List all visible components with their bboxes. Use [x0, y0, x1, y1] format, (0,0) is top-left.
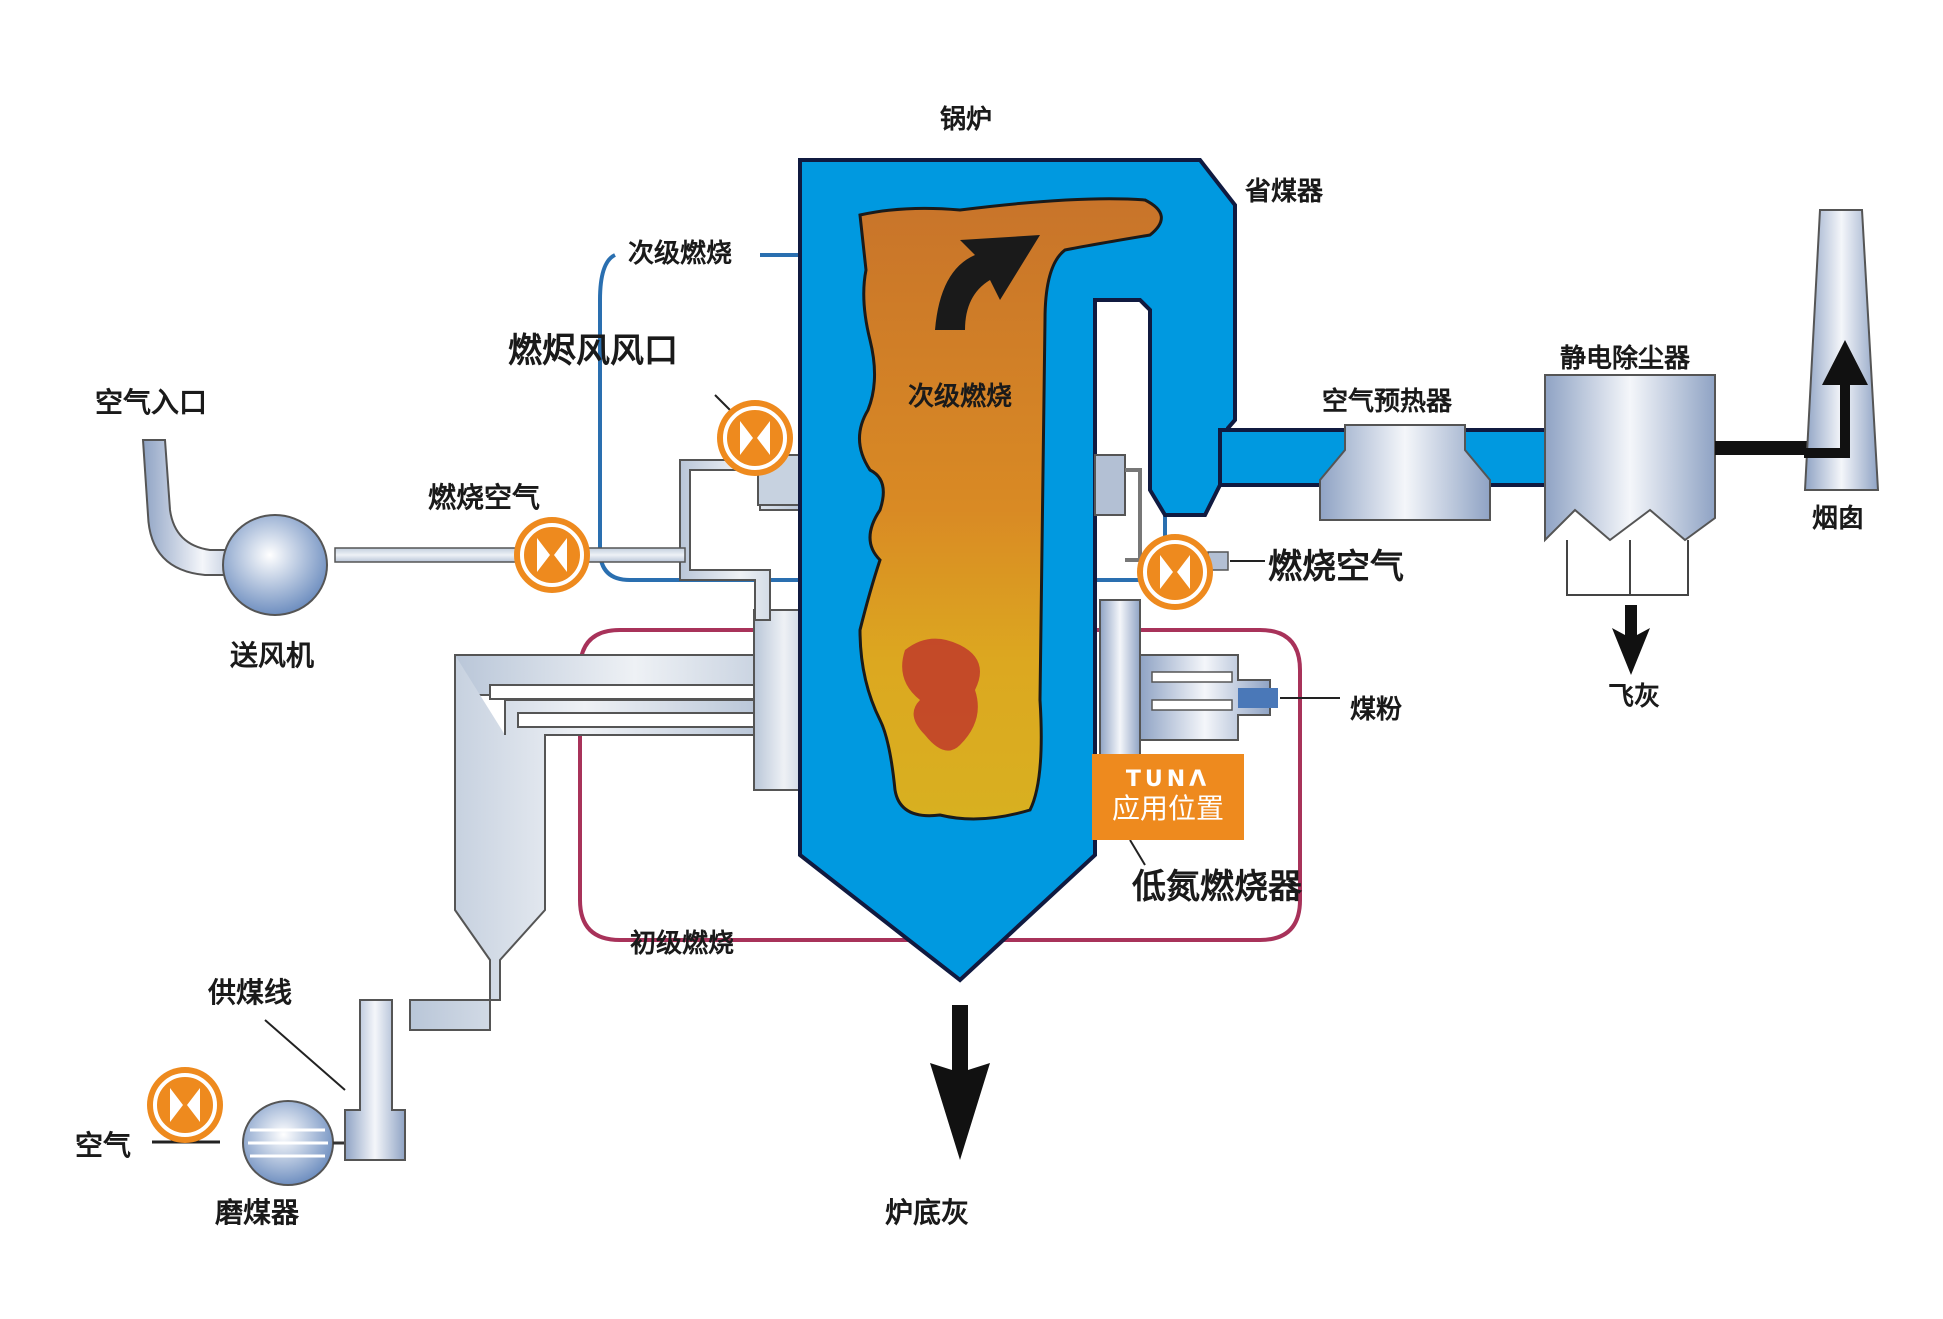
forced-draft-fan — [141, 439, 328, 616]
coal-mill — [152, 1100, 350, 1186]
flow-arrow — [935, 235, 1040, 330]
label-air-preheater: 空气预热器 — [1322, 386, 1453, 417]
burner-leader — [1129, 839, 1146, 866]
label-coal-mill: 磨煤器 — [215, 1196, 300, 1229]
application-position-badge: TUNΛ 应用位置 — [1092, 754, 1244, 840]
label-combustion-air-right: 燃烧空气 — [1268, 547, 1404, 587]
label-low-nox-burner: 低氮燃烧器 — [1132, 867, 1303, 907]
label-forced-draft-fan: 送风机 — [230, 639, 314, 672]
label-chimney: 烟囱 — [1812, 504, 1864, 534]
flame-core — [902, 638, 980, 751]
label-coal-feed-line: 供煤线 — [207, 976, 292, 1009]
right-burner — [1094, 454, 1340, 801]
label-boiler: 锅炉 — [940, 105, 992, 135]
badge-text: 应用位置 — [1111, 792, 1224, 825]
label-economizer: 省煤器 — [1244, 177, 1324, 207]
label-secondary-combustion-inside: 次级燃烧 — [908, 381, 1012, 412]
fly-ash-arrow — [1612, 605, 1650, 675]
label-electrostatic-precipitator: 静电除尘器 — [1560, 343, 1691, 374]
label-air-inlet: 空气入口 — [95, 386, 207, 419]
bottom-ash-arrow — [930, 1005, 990, 1160]
combustion-air-left-valve-icon[interactable] — [512, 515, 592, 595]
label-primary-combustion: 初级燃烧 — [630, 928, 734, 959]
chimney — [1803, 209, 1880, 491]
label-fly-ash: 飞灰 — [1608, 682, 1660, 712]
tuna-logo: TUNΛ — [1125, 767, 1211, 792]
mill-air-valve-icon[interactable] — [145, 1065, 225, 1145]
combustion-air-right-valve-icon[interactable] — [1135, 532, 1215, 612]
label-bottom-ash: 炉底灰 — [885, 1196, 969, 1229]
label-air: 空气 — [75, 1129, 131, 1162]
label-secondary-combustion-top: 次级燃烧 — [628, 238, 732, 269]
air-preheater — [1319, 424, 1491, 521]
overfire-air-valve-icon[interactable] — [715, 398, 795, 478]
coal-feed-riser — [264, 999, 406, 1161]
label-pulverized-coal: 煤粉 — [1350, 695, 1402, 725]
electrostatic-precipitator — [1544, 374, 1810, 596]
label-combustion-air-left: 燃烧空气 — [428, 481, 540, 514]
label-overfire-air-port: 燃烬风风口 — [508, 331, 678, 371]
